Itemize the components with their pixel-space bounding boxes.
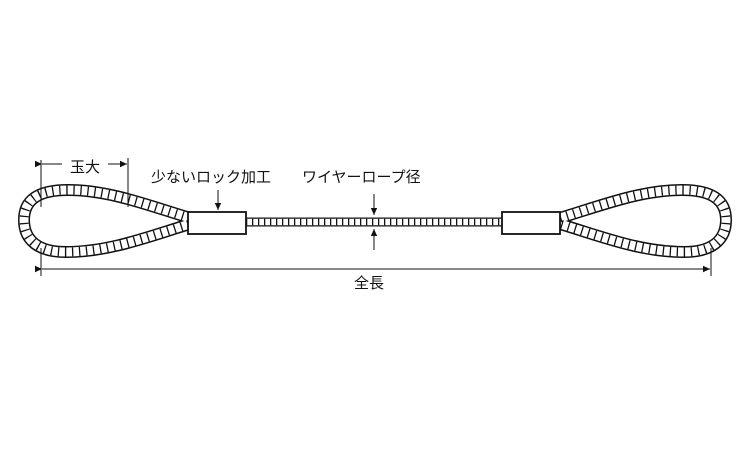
rope-diameter-label: ワイヤーロープ径: [302, 168, 421, 186]
left-lock-sleeve: [187, 211, 247, 235]
small-lock-label: 少ないロック加工: [151, 168, 272, 186]
eye-size-dimension: [35, 158, 129, 207]
right-lock-sleeve: [501, 211, 561, 235]
overall-length-label: 全長: [354, 274, 385, 292]
overall-length-dimension: [35, 248, 712, 276]
eye-size-label: 玉大: [70, 158, 101, 176]
right-eye-loop: [558, 183, 733, 259]
left-eye-loop: [17, 183, 192, 259]
